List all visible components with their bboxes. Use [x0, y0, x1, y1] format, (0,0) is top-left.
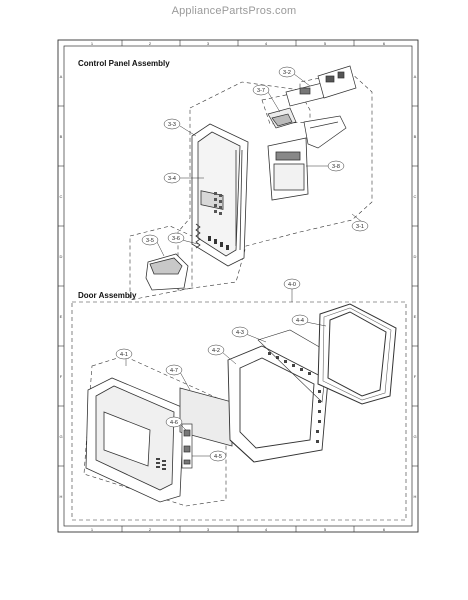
grid-row-d-right: D	[414, 254, 417, 259]
watermark-text: AppliancePartsPros.com	[171, 5, 297, 17]
label-3-3: 3-3	[168, 122, 176, 128]
grid-row-e-left: E	[60, 314, 63, 319]
control-panel-part-label-bubbles	[141, 66, 369, 246]
door-assembly-group-outline	[71, 301, 407, 521]
door-frame-perforation	[268, 352, 321, 443]
grid-row-g-left: G	[59, 434, 62, 439]
door-open-button-part	[145, 253, 189, 291]
grid-row-f-left: F	[60, 374, 63, 379]
grid-col-4-top: 4	[265, 41, 268, 46]
label-4-7: 4-7	[170, 368, 178, 374]
control-panel-buttons	[214, 192, 222, 215]
control-panel-hinge-tabs	[208, 236, 229, 250]
label-3-7: 3-7	[257, 88, 265, 94]
grid-col-3-top: 3	[207, 41, 210, 46]
grid-row-c-right: C	[414, 194, 417, 199]
label-4-1: 4-1	[120, 352, 128, 358]
door-latch-part	[181, 423, 193, 469]
label-3-4: 3-4	[168, 176, 176, 182]
door-vent-holes	[156, 458, 166, 470]
label-4-6: 4-6	[170, 420, 178, 426]
grid-col-1-bottom: 1	[91, 527, 94, 532]
label-4-5: 4-5	[214, 454, 222, 460]
door-assembly-title: Door Assembly	[78, 291, 137, 300]
door-outer-frame-part	[85, 377, 185, 503]
grid-row-d-left: D	[60, 254, 63, 259]
grid-ticks	[58, 40, 418, 532]
grid-row-g-right: G	[413, 434, 416, 439]
label-4-3: 4-3	[236, 330, 244, 336]
grid-row-b-right: B	[414, 134, 417, 139]
control-panel-assembly-title: Control Panel Assembly	[78, 59, 170, 68]
label-3-1: 3-1	[356, 224, 364, 230]
grid-col-4-bottom: 4	[265, 527, 268, 532]
label-3-8: 3-8	[332, 164, 340, 170]
door-base-frame-part	[227, 345, 329, 463]
label-3-5: 3-5	[146, 238, 154, 244]
connector-bracket-part	[317, 65, 357, 99]
grid-col-5-bottom: 5	[324, 527, 327, 532]
grid-row-h-right: H	[414, 494, 417, 499]
display-bracket-part	[267, 107, 297, 129]
control-panel-group-outline	[177, 71, 373, 291]
grid-row-e-right: E	[414, 314, 417, 319]
spring-part	[195, 223, 201, 249]
grid-col-6-bottom: 6	[383, 527, 386, 532]
control-panel-leader-lines	[155, 73, 363, 257]
control-board-part	[267, 137, 309, 201]
label-3-2: 3-2	[283, 70, 291, 76]
pcb-subgroup-outline	[261, 91, 311, 125]
label-4-4: 4-4	[296, 318, 304, 324]
grid-row-b-left: B	[60, 134, 63, 139]
label-3-6: 3-6	[172, 236, 180, 242]
grid-col-6-top: 6	[383, 41, 386, 46]
ribbon-cable	[303, 115, 347, 149]
grid-row-f-right: F	[414, 374, 417, 379]
grid-col-5-top: 5	[324, 41, 327, 46]
grid-col-1-top: 1	[91, 41, 94, 46]
door-seal-texture	[322, 307, 392, 401]
label-4-2: 4-2	[212, 348, 220, 354]
grid-col-2-bottom: 2	[149, 527, 152, 532]
grid-row-a-right: A	[414, 74, 417, 79]
door-seal-part	[317, 303, 397, 405]
grid-col-2-top: 2	[149, 41, 152, 46]
grid-row-c-left: C	[60, 194, 63, 199]
door-part-label-bubbles	[115, 278, 309, 462]
choke-cover-part	[179, 387, 233, 447]
label-4-0: 4-0	[288, 282, 296, 288]
grid-row-h-left: H	[60, 494, 63, 499]
control-panel-subgroup-outline	[129, 225, 193, 301]
grid-row-a-left: A	[60, 74, 63, 79]
door-leader-lines	[125, 288, 327, 457]
grid-col-3-bottom: 3	[207, 527, 210, 532]
